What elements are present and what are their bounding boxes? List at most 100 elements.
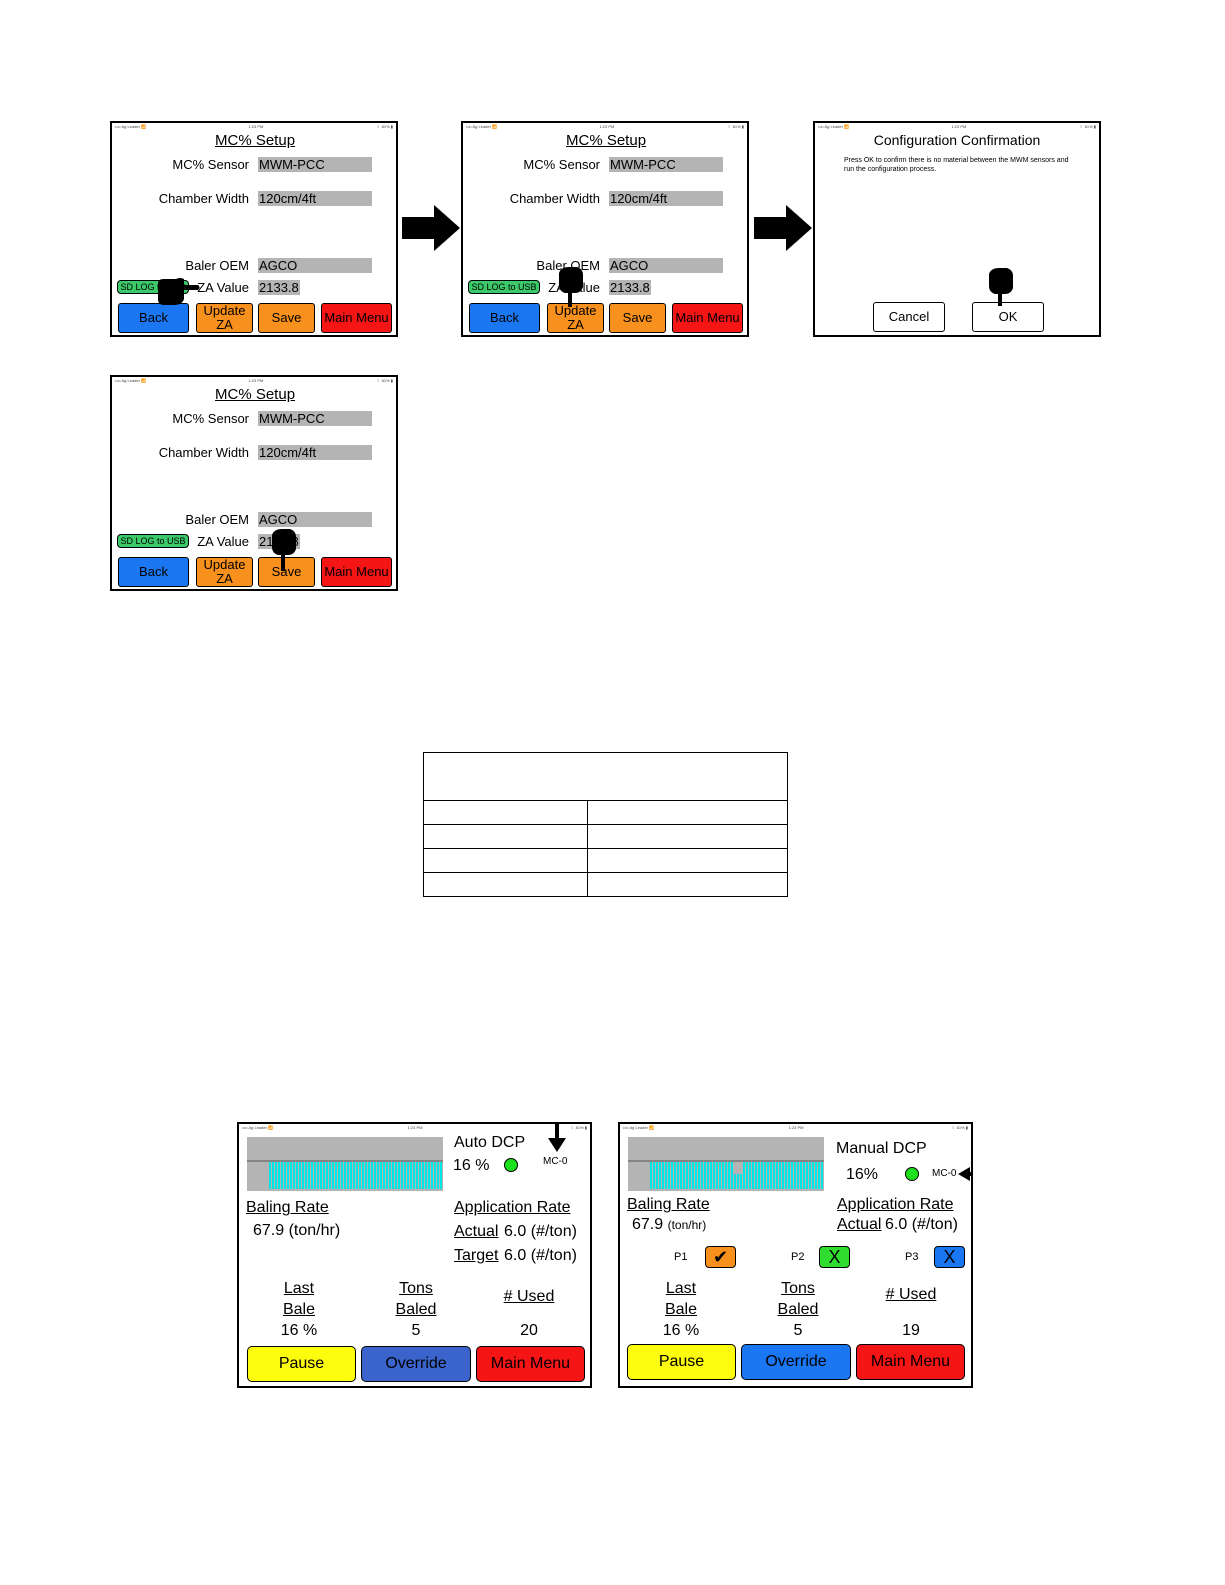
arrow-left-icon	[958, 1167, 971, 1181]
mode-label: Auto DCP	[454, 1134, 526, 1151]
moisture-bar	[431, 1162, 433, 1189]
za-field[interactable]: 2133.8	[258, 280, 300, 295]
run-screen-manual: •••• Ag Leader 📶1:23 PM☾ 81% ▮ Manual DC…	[618, 1122, 973, 1388]
page-title: MC% Setup	[566, 132, 647, 149]
moisture-bar	[287, 1162, 289, 1189]
sensor-label: MC% Sensor	[172, 411, 249, 426]
sensor-field[interactable]: MWM-PCC	[609, 157, 723, 172]
moisture-bar	[329, 1162, 331, 1189]
moisture-bar	[347, 1162, 349, 1189]
moisture-bar	[710, 1162, 712, 1189]
ok-button[interactable]: OK	[972, 302, 1044, 332]
moisture-bar	[374, 1162, 376, 1189]
table-row	[423, 824, 788, 849]
page-title: MC% Setup	[215, 386, 296, 403]
moisture-bar	[785, 1162, 787, 1189]
sensor-field[interactable]: MWM-PCC	[258, 411, 372, 426]
main-menu-button[interactable]: Main Menu	[476, 1346, 585, 1382]
width-field[interactable]: 120cm/4ft	[258, 191, 372, 206]
moisture-bar	[434, 1162, 436, 1189]
cancel-button[interactable]: Cancel	[873, 302, 945, 332]
width-field[interactable]: 120cm/4ft	[609, 191, 723, 206]
moisture-bar	[713, 1162, 715, 1189]
moisture-bar	[671, 1162, 673, 1189]
main-menu-button[interactable]: Main Menu	[321, 557, 392, 587]
table-row	[423, 848, 788, 873]
last-bale-value: 16 %	[662, 1322, 700, 1339]
table-row	[423, 872, 788, 897]
moisture-bar	[410, 1162, 412, 1189]
setup-screen-4: •••• Ag Leader 📶1:23 PM☾ 81% ▮ MC% Setup…	[110, 375, 398, 591]
back-button[interactable]: Back	[118, 557, 189, 587]
status-bar: •••• Ag Leader 📶1:23 PM☾ 81% ▮	[242, 1125, 587, 1130]
moisture-bar	[707, 1162, 709, 1189]
save-button[interactable]: Save	[258, 557, 315, 587]
width-label: Chamber Width	[158, 445, 249, 460]
p3-toggle[interactable]: X	[934, 1246, 965, 1268]
width-field[interactable]: 120cm/4ft	[258, 445, 372, 460]
application-rate-label: Application Rate	[837, 1196, 954, 1213]
sd-log-button[interactable]: SD LOG to USB	[468, 280, 540, 294]
moisture-bar	[788, 1162, 790, 1189]
used-value: 19	[902, 1322, 920, 1339]
oem-field[interactable]: AGCO	[609, 258, 723, 273]
override-button[interactable]: Override	[741, 1344, 851, 1380]
moisture-bar	[716, 1162, 718, 1189]
p2-label: P2	[791, 1251, 805, 1263]
moisture-bar	[326, 1162, 328, 1189]
moisture-bar	[314, 1162, 316, 1189]
status-bar: •••• Ag Leader 📶1:23 PM☾ 81% ▮	[466, 124, 744, 129]
main-menu-button[interactable]: Main Menu	[321, 303, 392, 333]
moisture-bar	[290, 1162, 292, 1189]
p2-toggle[interactable]: X	[819, 1246, 850, 1268]
save-button[interactable]: Save	[609, 303, 666, 333]
last-bale-value: 16 %	[280, 1322, 318, 1339]
oem-field[interactable]: AGCO	[258, 258, 372, 273]
sensor-field[interactable]: MWM-PCC	[258, 157, 372, 172]
status-bar: •••• Ag Leader 📶1:23 PM☾ 81% ▮	[115, 378, 393, 383]
za-field[interactable]: 2133.8	[609, 280, 651, 295]
moisture-bar	[344, 1162, 346, 1189]
moisture-bar	[278, 1162, 280, 1189]
main-menu-button[interactable]: Main Menu	[856, 1344, 965, 1380]
moisture-bar	[323, 1162, 325, 1189]
pause-button[interactable]: Pause	[247, 1346, 356, 1382]
moisture-bar	[320, 1162, 322, 1189]
target-value: 6.0 (#/ton)	[504, 1247, 577, 1264]
bar-group	[650, 1162, 823, 1189]
actual-value: 6.0 (#/ton)	[885, 1216, 958, 1233]
arrow-down-icon	[548, 1124, 566, 1152]
confirmation-screen: •••• Ag Leader 📶1:23 PM☾ 81% ▮ Configura…	[813, 121, 1101, 337]
moisture-bar	[797, 1162, 799, 1189]
oem-label: Baler OEM	[185, 512, 249, 527]
tons-baled-value: 5	[793, 1322, 803, 1339]
moisture-bar	[299, 1162, 301, 1189]
tons-baled-value: 5	[411, 1322, 421, 1339]
moisture-bar	[662, 1162, 664, 1189]
pause-button[interactable]: Pause	[627, 1344, 736, 1380]
moisture-bar	[809, 1162, 811, 1189]
back-button[interactable]: Back	[469, 303, 540, 333]
back-button[interactable]: Back	[118, 303, 189, 333]
moisture-bar	[674, 1162, 676, 1189]
override-button[interactable]: Override	[361, 1346, 471, 1382]
moisture-bar	[728, 1162, 730, 1189]
moisture-bar	[803, 1162, 805, 1189]
sensor-label: MC% Sensor	[172, 157, 249, 172]
main-menu-button[interactable]: Main Menu	[672, 303, 743, 333]
moisture-bar	[392, 1162, 394, 1189]
moisture-bar	[419, 1162, 421, 1189]
moisture-bar	[782, 1162, 784, 1189]
oem-field[interactable]: AGCO	[258, 512, 372, 527]
status-indicator	[905, 1167, 919, 1181]
save-button[interactable]: Save	[258, 303, 315, 333]
p1-toggle[interactable]: ✔	[705, 1246, 736, 1268]
bar-group	[269, 1162, 442, 1189]
width-label: Chamber Width	[509, 191, 600, 206]
sd-log-button[interactable]: SD LOG to USB	[117, 534, 189, 548]
